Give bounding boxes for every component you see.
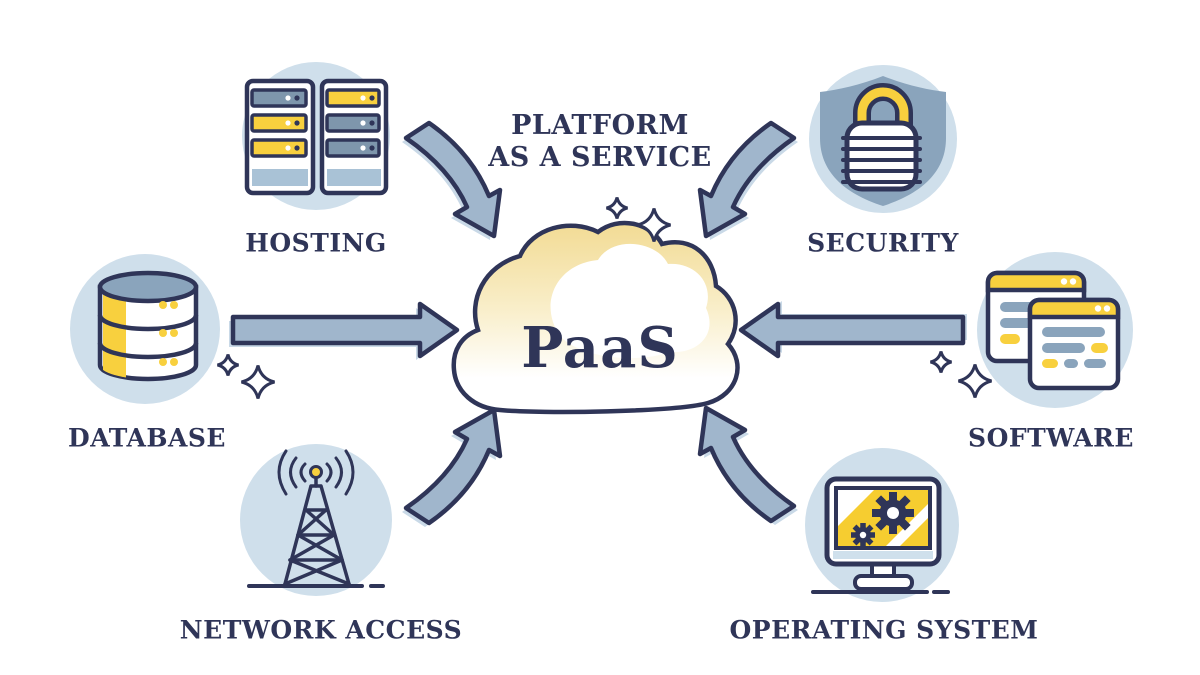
paas-cloud [451, 220, 740, 415]
label-database: DATABASE [68, 423, 226, 453]
cloud-highlight [550, 243, 710, 359]
arrow-security-to-cloud [700, 123, 798, 240]
cloud-label: PaaS [521, 315, 679, 381]
security-node [809, 65, 957, 213]
app-windows-icon [985, 270, 1121, 391]
network-access-node [240, 444, 392, 596]
shield-lock-icon [820, 76, 946, 206]
radio-tower-icon [247, 449, 385, 588]
arrow-os-to-cloud [700, 408, 798, 525]
title-line-1: PLATFORM [511, 110, 689, 141]
label-network-access: NETWORK ACCESS [179, 615, 463, 645]
title-line-2: AS A SERVICE [488, 142, 712, 173]
label-hosting: HOSTING [245, 228, 387, 258]
hosting-node [242, 62, 390, 210]
arrow-database-to-cloud [229, 301, 460, 360]
diagram-title: PLATFORM AS A SERVICE [488, 110, 711, 174]
label-security: SECURITY [807, 228, 959, 258]
database-node [70, 254, 220, 404]
label-software: SOFTWARE [968, 423, 1134, 453]
arrow-network-to-cloud [402, 410, 500, 527]
monitor-gears-icon [811, 476, 950, 594]
database-cylinders-icon [97, 270, 199, 382]
operating-system-node [805, 448, 959, 602]
arrow-software-to-cloud [738, 301, 967, 359]
arrow-hosting-to-cloud [402, 123, 500, 240]
label-operating-system: OPERATING SYSTEM [729, 615, 1039, 645]
software-node [977, 252, 1133, 408]
server-racks-icon [244, 78, 389, 196]
